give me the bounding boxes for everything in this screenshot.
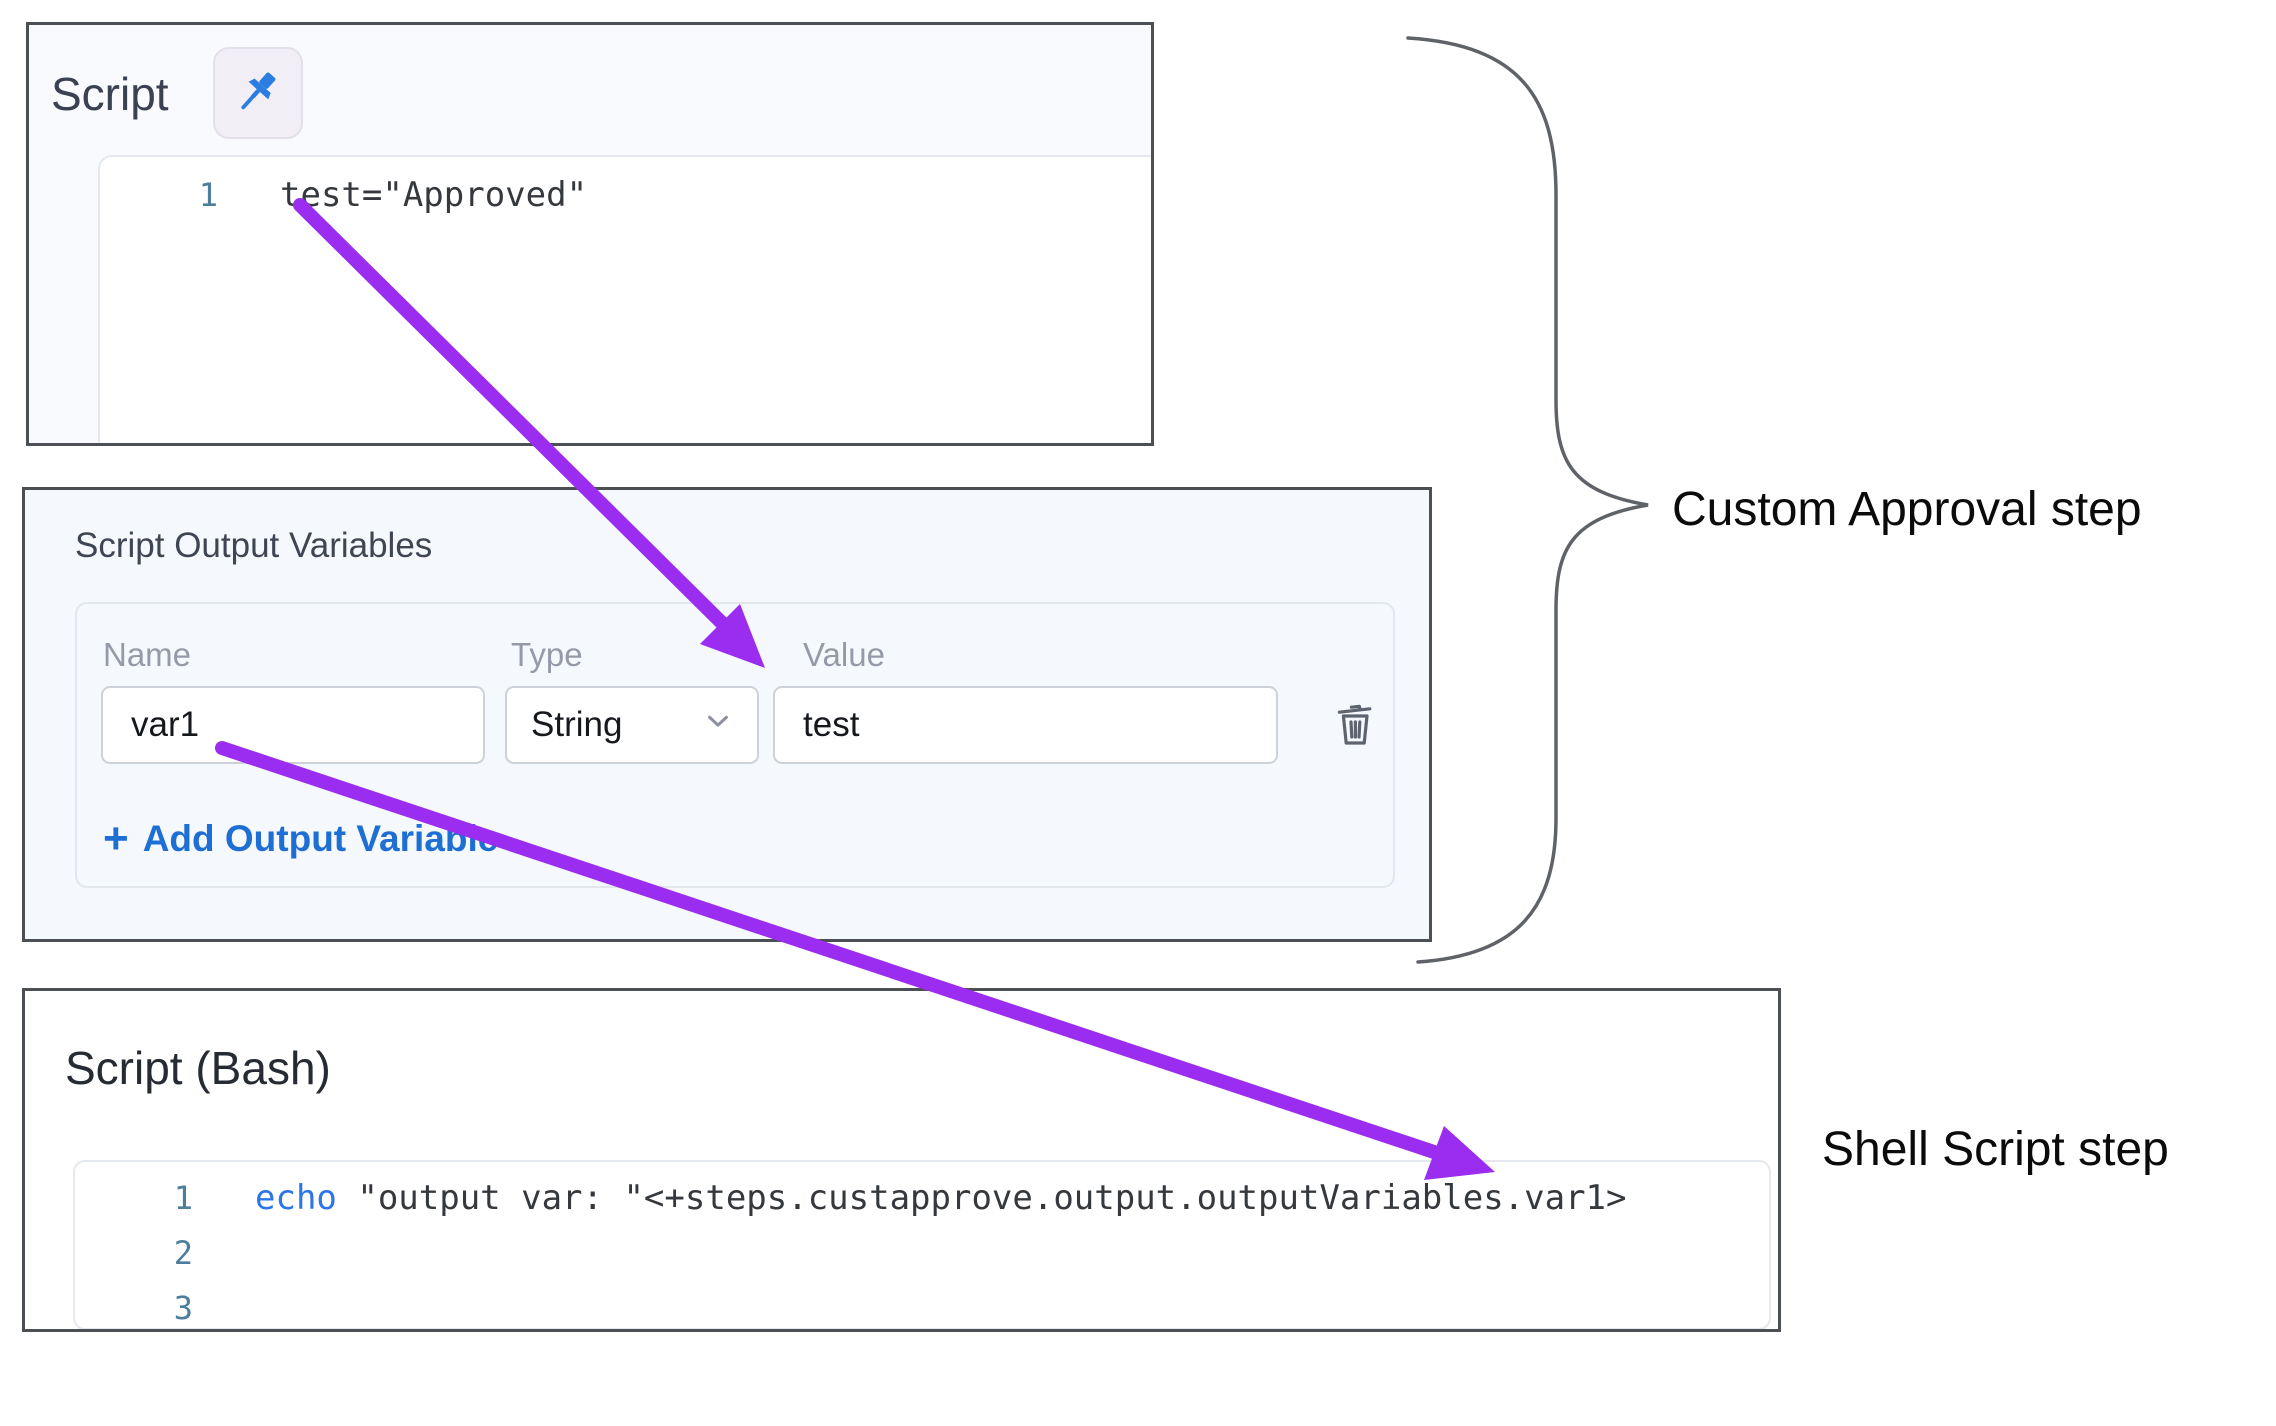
output-variables-panel: Script Output Variables Name Type Value … [22, 487, 1432, 942]
variable-type-select[interactable]: String [505, 686, 759, 764]
code-text: echo "output var: "<+steps.custapprove.o… [255, 1178, 1626, 1218]
keyword-echo: echo [255, 1177, 337, 1218]
bash-script-panel: Script (Bash) 1 echo "output var: "<+ste… [22, 988, 1781, 1332]
name-column-label: Name [103, 636, 192, 673]
custom-approval-step-label: Custom Approval step [1672, 483, 2142, 536]
line-number: 2 [173, 1233, 193, 1272]
line-number: 1 [173, 1178, 193, 1217]
delete-variable-button[interactable] [1329, 694, 1381, 754]
value-column-label: Value [803, 636, 885, 673]
script-panel: Script 1 test="Approved" [26, 22, 1154, 446]
bash-code-editor[interactable]: 1 echo "output var: "<+steps.custapprove… [73, 1160, 1771, 1329]
code-line: 3 [75, 1280, 1769, 1329]
code-rest: "output var: "<+steps.custapprove.output… [336, 1177, 1627, 1218]
chevron-down-icon [703, 705, 733, 745]
pushpin-icon [234, 67, 282, 120]
script-panel-title: Script [51, 68, 169, 120]
line-number: 3 [173, 1288, 193, 1327]
code-text: test="Approved" [280, 174, 588, 215]
plus-icon: + [103, 814, 129, 863]
code-line: 1 echo "output var: "<+steps.custapprove… [75, 1170, 1769, 1225]
add-output-variable-button[interactable]: + Add Output Variable [103, 814, 498, 864]
output-variables-title: Script Output Variables [75, 526, 433, 565]
curly-brace [1406, 36, 1649, 964]
code-line: 2 [75, 1225, 1769, 1280]
pin-toggle-button[interactable] [213, 47, 303, 139]
trash-icon [1331, 696, 1379, 753]
line-number: 1 [198, 175, 218, 214]
variable-value-group [773, 686, 1278, 764]
add-output-variable-label: Add Output Variable [142, 818, 499, 859]
output-variables-card: Name Type Value String [75, 602, 1395, 888]
script-code-editor[interactable]: 1 test="Approved" [98, 155, 1151, 443]
variable-name-input[interactable] [101, 686, 485, 764]
variable-value-input[interactable] [775, 688, 1276, 762]
shell-script-step-label: Shell Script step [1822, 1123, 2169, 1176]
bash-panel-title: Script (Bash) [65, 1042, 331, 1094]
type-column-label: Type [511, 636, 583, 673]
code-line: 1 test="Approved" [100, 167, 1151, 222]
variable-type-value: String [531, 705, 623, 744]
